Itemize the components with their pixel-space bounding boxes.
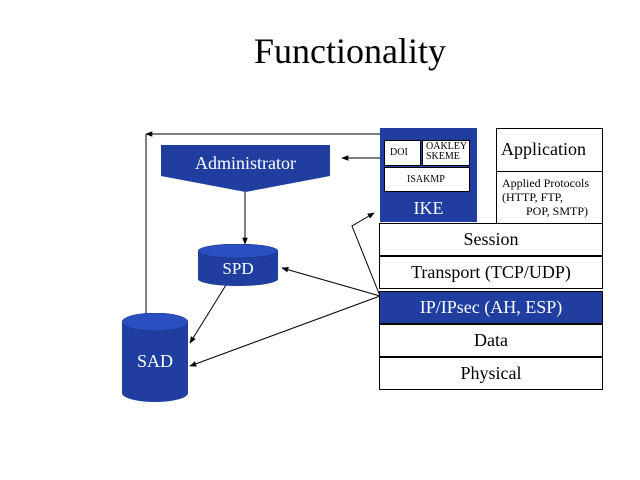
spd-label: SPD — [222, 259, 254, 278]
sad-label: SAD — [136, 351, 173, 371]
slide-title: Functionality — [254, 31, 446, 71]
arrow-ipsec-to-sad — [189, 295, 381, 367]
doi-box: DOI — [384, 140, 421, 166]
applied-protocols-box: Applied Protocols (HTTP, FTP, POP, SMTP) — [496, 172, 603, 224]
application-box: Application — [496, 128, 603, 172]
administrator-node: Administrator — [161, 145, 330, 192]
ike-block: DOI OAKLEY SKEME ISAKMP IKE — [380, 128, 477, 222]
applied-line-2: (HTTP, FTP, — [502, 190, 564, 204]
skeme-label: SKEME — [426, 151, 460, 162]
sad-database: SAD — [122, 313, 188, 402]
isakmp-box: ISAKMP — [384, 167, 470, 192]
oakley-label: OAKLEY — [426, 141, 468, 152]
arrow-ipsec-to-spd — [281, 267, 381, 297]
arrow-spd-to-sad — [189, 284, 227, 344]
applied-line-1: Applied Protocols — [502, 176, 589, 190]
arrow-ipsec-to-ike — [351, 212, 381, 297]
administrator-label: Administrator — [195, 153, 296, 173]
layer-transport: Transport (TCP/UDP) — [379, 256, 603, 289]
spd-database: SPD — [198, 244, 278, 286]
oakley-skeme-box: OAKLEY SKEME — [422, 140, 470, 166]
applied-line-3: POP, SMTP) — [526, 204, 589, 218]
ike-label: IKE — [413, 198, 444, 218]
layer-data: Data — [379, 324, 603, 357]
layer-ipsec: IP/IPsec (AH, ESP) — [379, 291, 603, 324]
layer-session: Session — [379, 223, 603, 256]
layer-physical: Physical — [379, 357, 603, 390]
